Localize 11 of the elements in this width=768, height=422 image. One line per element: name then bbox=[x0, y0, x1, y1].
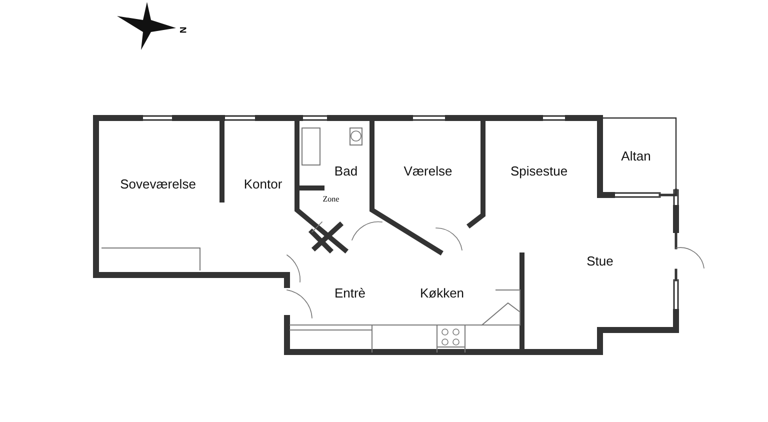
room-label: Bad bbox=[334, 164, 358, 178]
room-label: Altan bbox=[621, 148, 651, 164]
room-label: Køkken bbox=[420, 286, 464, 300]
room-label: Værelse bbox=[404, 164, 452, 178]
room-label: Kontor bbox=[244, 176, 282, 192]
north-label: N bbox=[178, 26, 188, 34]
room-label: Entrè bbox=[334, 286, 366, 300]
room-label: Stue bbox=[586, 254, 614, 268]
room-label: Soveværelse bbox=[120, 176, 196, 192]
room-label: Spisestue bbox=[510, 164, 568, 178]
zone-label: Zone bbox=[322, 194, 340, 204]
